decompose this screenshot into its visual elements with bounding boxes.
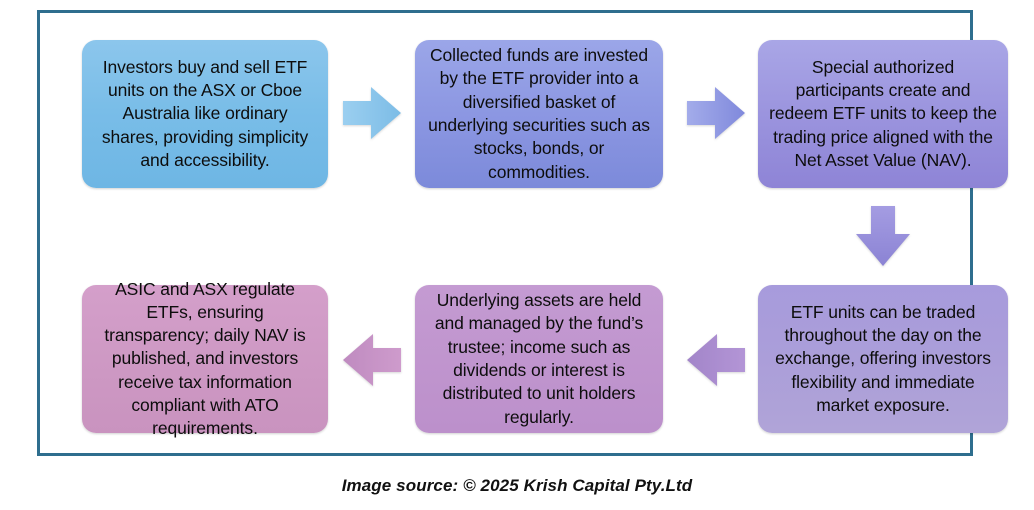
flow-node-2: Collected funds are invested by the ETF … [415,40,663,188]
flow-node-3: Special authorized participants create a… [758,40,1008,188]
flow-node-4-text: ETF units can be traded throughout the d… [775,301,991,415]
image-source-caption: Image source: © 2025 Krish Capital Pty.L… [341,476,693,495]
arrow-right-icon [341,81,403,145]
arrow-right-icon [685,81,747,145]
flow-node-5: Underlying assets are held and managed b… [415,285,663,433]
flow-node-2-text: Collected funds are invested by the ETF … [428,45,650,182]
arrow-down-icon [852,204,914,270]
flow-node-6-text: ASIC and ASX regulate ETFs, ensuring tra… [104,278,306,439]
arrow-left-icon [341,328,403,392]
arrow-left-icon [685,328,747,392]
flow-node-5-text: Underlying assets are held and managed b… [434,290,644,427]
flow-node-3-text: Special authorized participants create a… [769,56,997,170]
flow-node-4: ETF units can be traded throughout the d… [758,285,1008,433]
flow-node-1: Investors buy and sell ETF units on the … [82,40,328,188]
flow-node-6: ASIC and ASX regulate ETFs, ensuring tra… [82,279,328,438]
flow-node-1-text: Investors buy and sell ETF units on the … [101,56,309,170]
diagram-frame: Investors buy and sell ETF units on the … [37,10,1008,456]
